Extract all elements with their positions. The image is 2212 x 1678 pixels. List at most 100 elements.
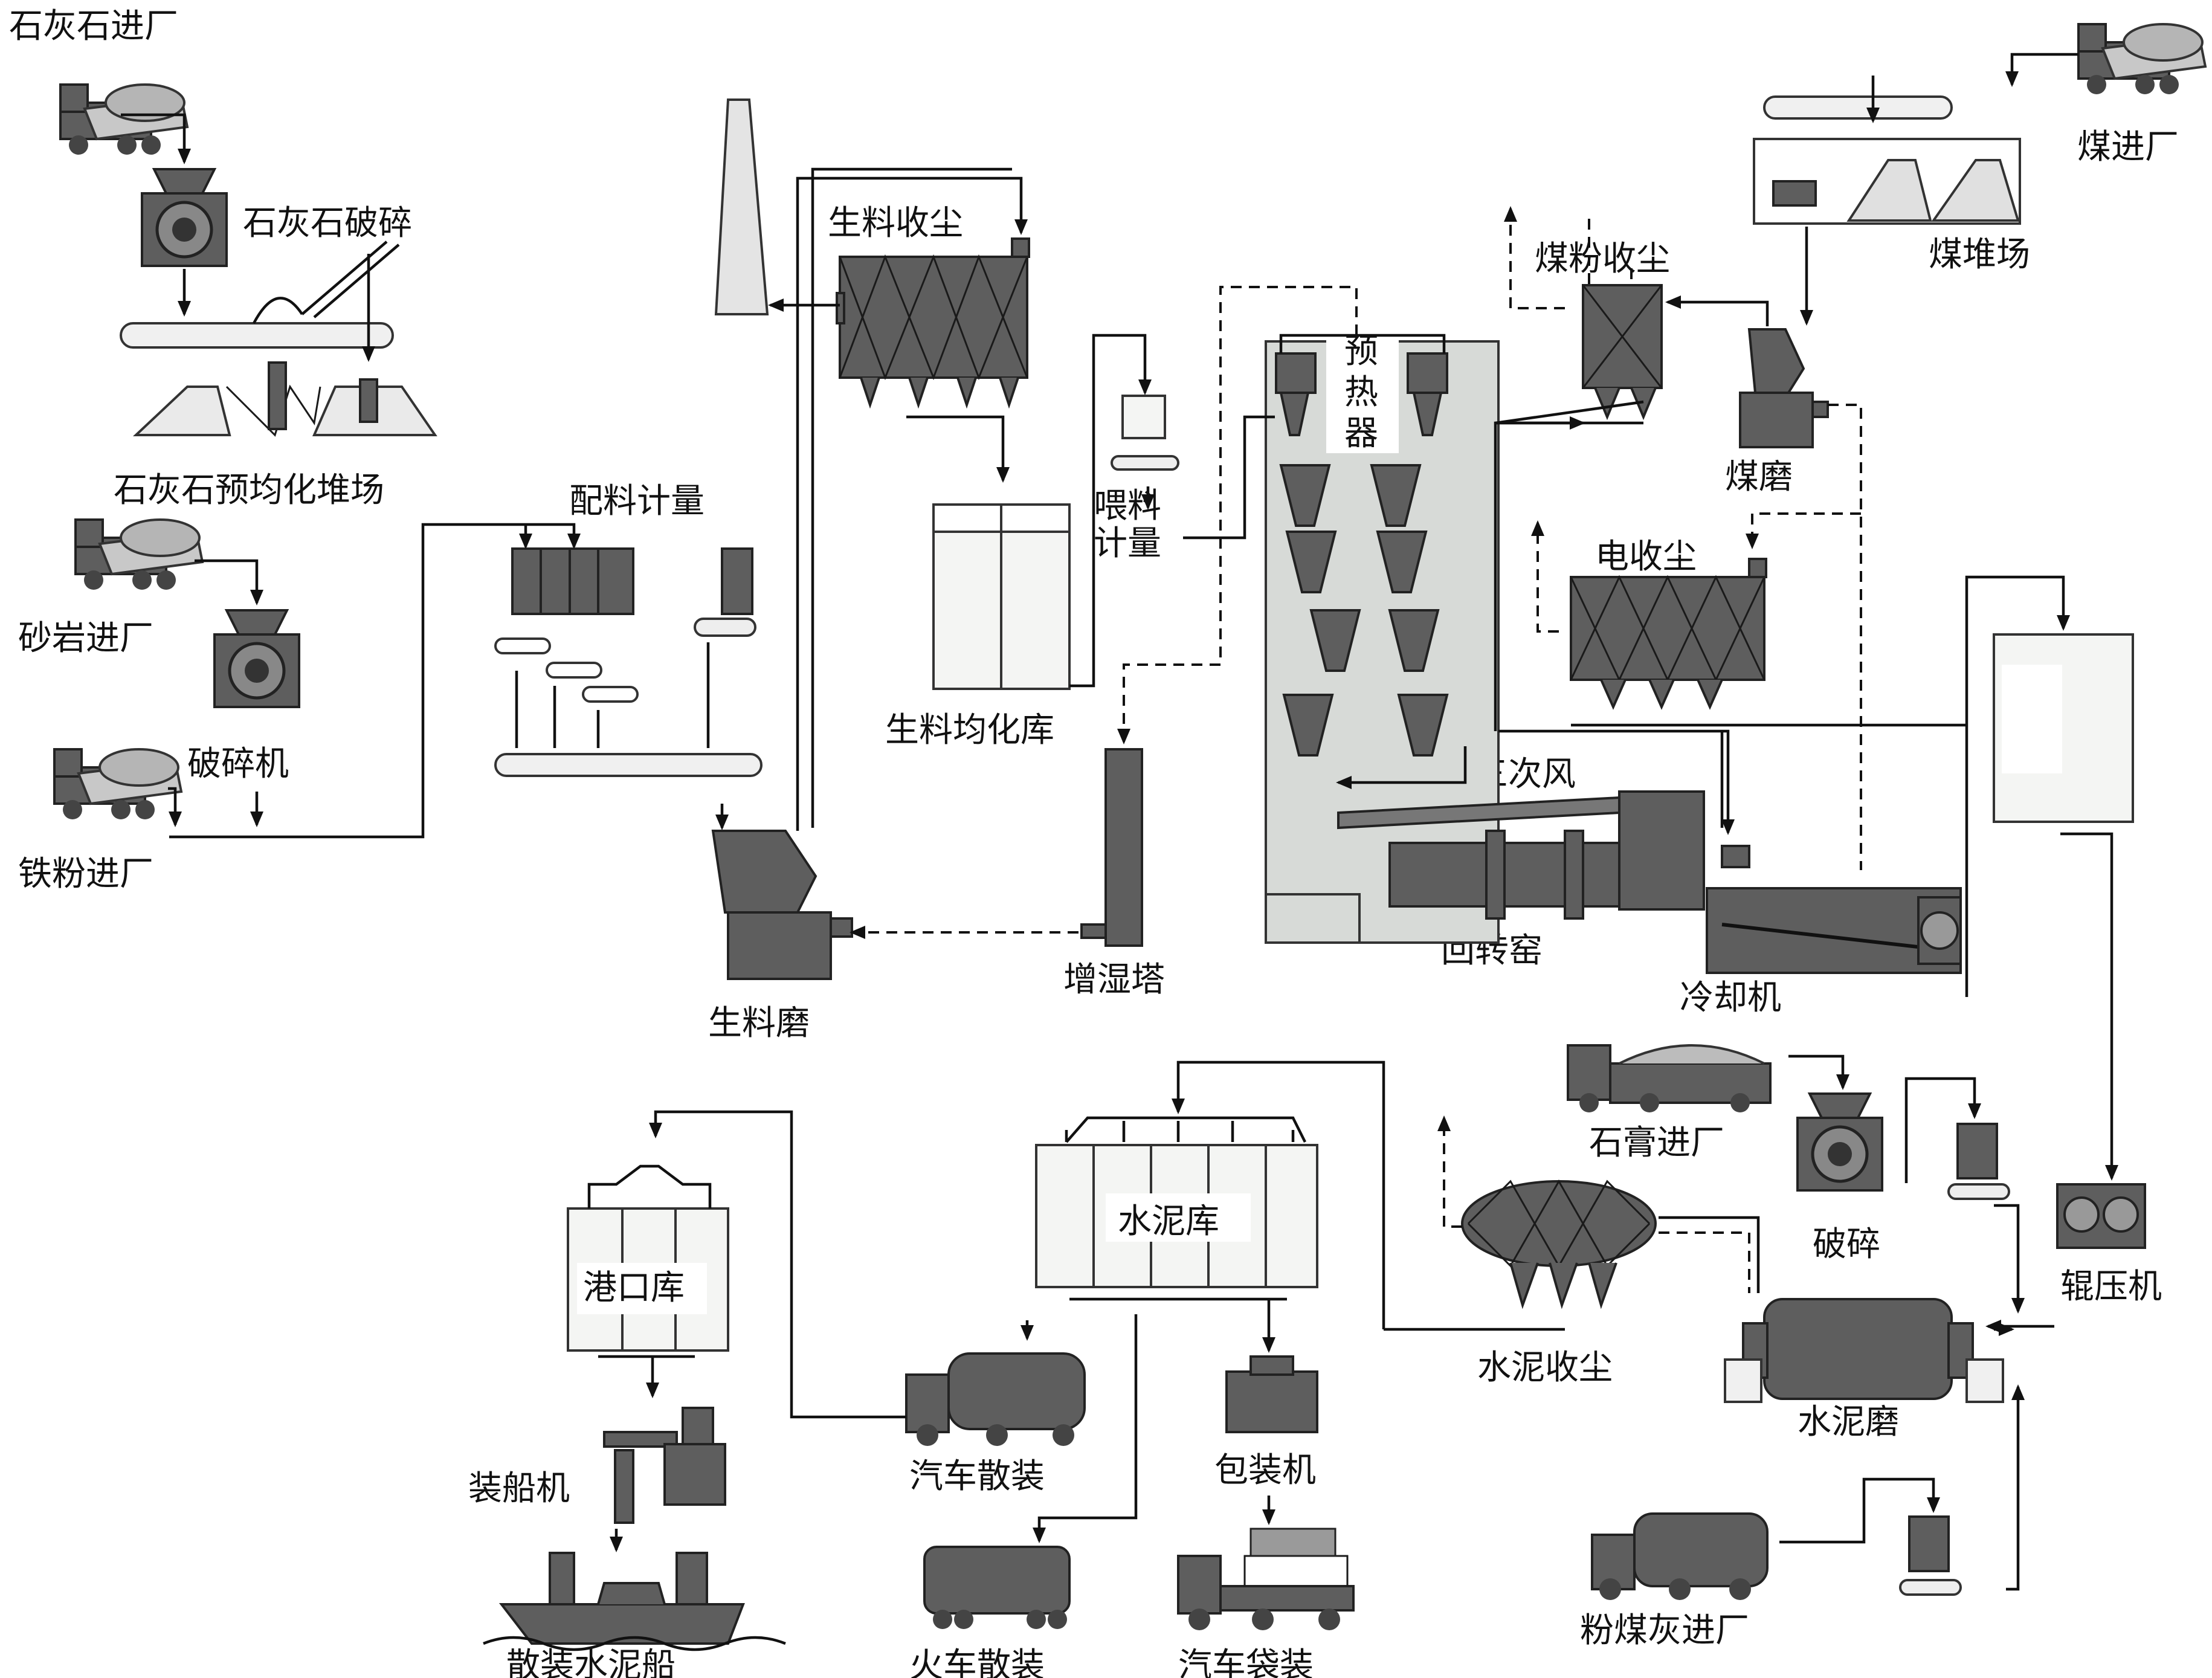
flyash-truck-icon xyxy=(1591,1512,1769,1600)
coal-mill-icon xyxy=(1739,328,1829,448)
flow-tertiary-air xyxy=(1336,746,1467,789)
flow-iron xyxy=(168,787,182,827)
flow-feed-to-preheater xyxy=(1183,415,1275,540)
flow-to-train xyxy=(1033,1314,1138,1543)
limestone-crusher-icon xyxy=(142,169,227,266)
label-bulk-ship: 散装水泥船 xyxy=(506,1646,676,1678)
truck-limestone-icon xyxy=(59,83,189,156)
limestone-conveyor-icon xyxy=(120,240,400,349)
flow-mill-to-dust xyxy=(1665,295,1769,326)
label-esp: 电收尘 xyxy=(1595,537,1697,576)
flyash-bin-icon xyxy=(1899,1515,1962,1596)
esp-icon xyxy=(1570,558,1767,710)
label-sandstone-in: 砂岩进厂 xyxy=(18,619,153,658)
coal-yard-icon xyxy=(1753,95,2021,225)
flow-preheater-top xyxy=(1279,334,1446,353)
flow-to-silo xyxy=(906,415,1010,483)
flow-cement-dust-vent xyxy=(1437,1115,1462,1228)
label-raw-silo: 生料均化库 xyxy=(885,711,1054,750)
label-raw-mill: 生料磨 xyxy=(708,1004,810,1043)
label-limestone-crush: 石灰石破碎 xyxy=(243,204,412,243)
port-silo-icon xyxy=(567,1164,729,1352)
truck-ironpowder-icon xyxy=(53,748,182,821)
label-packer: 包装机 xyxy=(1214,1451,1316,1490)
label-cement-dust: 水泥收尘 xyxy=(1477,1348,1613,1387)
label-feed-meter-1: 喂料 xyxy=(1094,486,1161,526)
label-raw-dust: 生料收尘 xyxy=(828,204,963,243)
flow-flyash-truck xyxy=(1779,1477,1940,1544)
label-coal-yard: 煤堆场 xyxy=(1929,235,2030,274)
flow-gypsum-to-mill xyxy=(1994,1204,2025,1314)
preheater-text-1: 预 xyxy=(1344,332,1378,371)
flow-coal-dust-in xyxy=(1495,400,1644,425)
truck-coal-icon xyxy=(2077,23,2207,95)
port-silo-label-bg xyxy=(577,1263,707,1314)
label-train-bulk: 火车散装 xyxy=(909,1646,1045,1678)
label-coal-in: 煤进厂 xyxy=(2077,127,2179,167)
port-silo-text: 港口库 xyxy=(583,1268,685,1308)
flow-limestone-truck xyxy=(121,113,191,164)
flow-gypsum-crush-to-bin xyxy=(1904,1077,1981,1183)
flow-mill-to-dust xyxy=(1659,1216,1760,1293)
label-roller-press: 辊压机 xyxy=(2060,1267,2162,1306)
coal-dust-collector-icon xyxy=(1582,284,1663,421)
flow-raw-mill-up-2 xyxy=(811,167,1012,828)
label-ironpowder-in: 铁粉进厂 xyxy=(18,854,153,894)
label-cement-mill: 水泥磨 xyxy=(1798,1402,1899,1442)
feed-bin-icon xyxy=(1111,395,1179,471)
flow-esp-to-coal xyxy=(1828,404,1862,870)
flow-gypsum-truck xyxy=(1788,1054,1849,1090)
preheater-label-bg xyxy=(1326,332,1399,453)
raw-mill-icon xyxy=(711,830,853,980)
batching-bins-icon xyxy=(494,547,763,777)
rotary-kiln-icon xyxy=(1337,790,1705,920)
flow-clinker-to-press xyxy=(2060,832,2118,1181)
flow-sandstone xyxy=(195,559,263,605)
flow-to-batching xyxy=(169,523,581,839)
label-humid-tower: 增湿塔 xyxy=(1063,960,1165,999)
gypsum-crusher-icon xyxy=(1798,1094,1882,1190)
label-limestone-yard: 石灰石预均化堆场 xyxy=(114,471,384,510)
train-bulk-icon xyxy=(923,1546,1071,1629)
humid-tower-icon xyxy=(1080,748,1143,947)
crusher-icon xyxy=(214,610,299,707)
label-crush: 破碎 xyxy=(1813,1225,1880,1264)
label-truck-bag: 汽车袋装 xyxy=(1178,1646,1314,1678)
roller-press-icon xyxy=(2056,1183,2146,1249)
truck-sandstone-icon xyxy=(74,518,204,591)
cooler-icon xyxy=(1706,845,1962,974)
flow-coal-vent xyxy=(1504,206,1565,309)
flow-silo-to-feed xyxy=(1069,334,1152,688)
label-feed-meter-2: 计量 xyxy=(1094,524,1161,563)
flow-cooler-to-clinker xyxy=(1965,575,2070,997)
packer-icon xyxy=(1225,1355,1318,1433)
label-coal-mill: 煤磨 xyxy=(1725,457,1793,497)
flow-flyash-to-mill xyxy=(2006,1384,2025,1591)
raw-dust-collector-icon xyxy=(836,237,1030,409)
label-ship-loader: 装船机 xyxy=(468,1469,570,1508)
label-gypsum-in: 石膏进厂 xyxy=(1589,1123,1724,1163)
flow-to-esp xyxy=(1746,512,1861,549)
truck-bag-icon xyxy=(1177,1528,1355,1630)
gypsum-bin-icon xyxy=(1947,1123,2010,1200)
preheater-text-2: 热 xyxy=(1344,373,1378,412)
label-cooler: 冷却机 xyxy=(1680,978,1781,1018)
cement-silo-label-bg xyxy=(1106,1193,1251,1242)
flow-cooler-air xyxy=(1498,729,1735,835)
cement-mill-icon xyxy=(1724,1298,2004,1403)
label-crusher: 破碎机 xyxy=(187,744,289,784)
label-truck-bulk: 汽车散装 xyxy=(909,1457,1045,1496)
flow-coal-truck xyxy=(2005,53,2078,87)
flow-batching-down xyxy=(515,642,710,748)
flow-truck-to-port xyxy=(649,1110,906,1419)
flow-mill-to-cement-silo xyxy=(1172,1060,1385,1329)
label-limestone-in: 石灰石进厂 xyxy=(9,7,178,46)
label-flyash-in: 粉煤灰进厂 xyxy=(1580,1611,1749,1650)
bulk-ship-icon xyxy=(483,1552,786,1651)
ship-loader-icon xyxy=(603,1407,726,1524)
flow-mill-to-dust-2 xyxy=(1659,1231,1750,1293)
truck-bulk-icon xyxy=(905,1352,1086,1446)
preheater-text-3: 器 xyxy=(1344,414,1378,453)
gypsum-truck-icon xyxy=(1567,1044,1772,1112)
